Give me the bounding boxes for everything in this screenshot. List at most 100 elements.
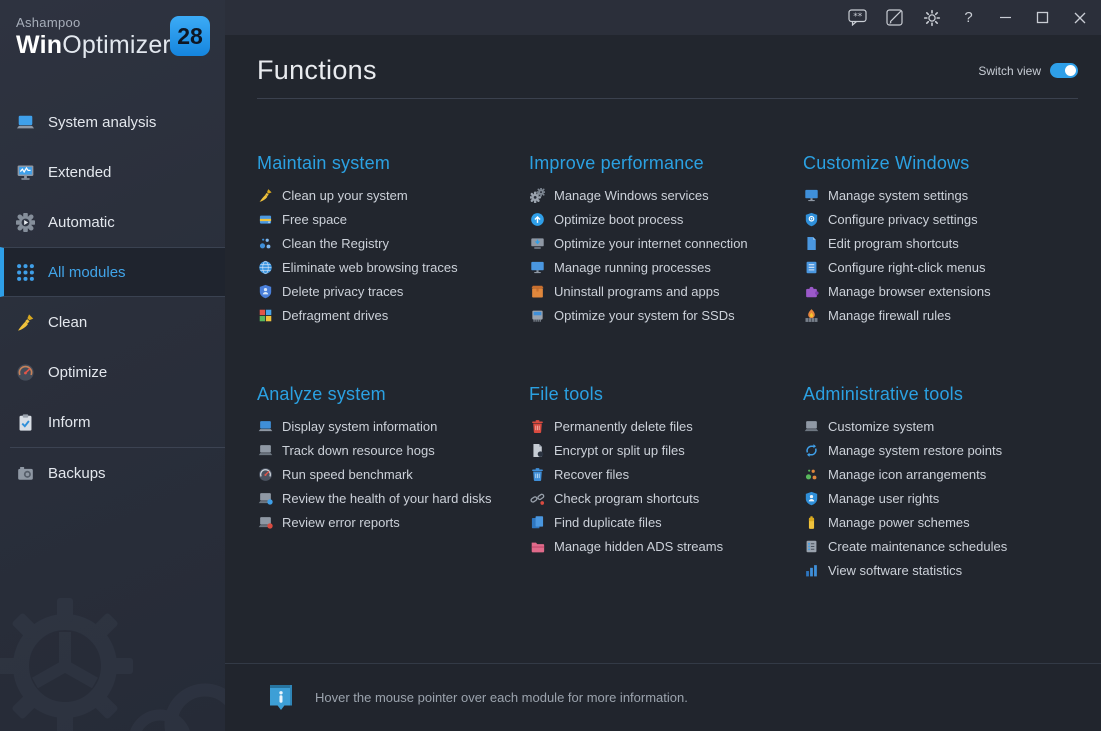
module-item-configure-privacy-settings[interactable]: Configure privacy settings: [803, 207, 1078, 231]
module-item-label: Track down resource hogs: [282, 442, 435, 458]
module-item-delete-privacy-traces[interactable]: Delete privacy traces: [257, 279, 529, 303]
module-item-clean-up-your-system[interactable]: Clean up your system: [257, 183, 529, 207]
module-item-uninstall-programs-and-apps[interactable]: Uninstall programs and apps: [529, 279, 803, 303]
section-title: Improve performance: [529, 153, 704, 173]
switch-view-toggle[interactable]: [1050, 63, 1078, 78]
module-item-optimize-your-system-for-ssds[interactable]: Optimize your system for SSDs: [529, 303, 803, 327]
error-report-laptop-icon: [257, 515, 273, 530]
privacy-shield-icon: [257, 284, 273, 299]
module-item-manage-icon-arrangements[interactable]: Manage icon arrangements: [803, 462, 1078, 486]
close-icon[interactable]: [1064, 4, 1095, 32]
brand-company: Ashampoo: [16, 15, 81, 30]
context-menu-icon: [803, 260, 819, 275]
switch-view-label: Switch view: [978, 63, 1041, 78]
settings-icon[interactable]: [916, 4, 947, 32]
module-item-label: Encrypt or split up files: [554, 442, 685, 458]
module-item-check-program-shortcuts[interactable]: Check program shortcuts: [529, 486, 803, 510]
module-item-defragment-drives[interactable]: Defragment drives: [257, 303, 529, 327]
module-item-review-error-reports[interactable]: Review error reports: [257, 510, 529, 534]
module-item-manage-power-schemes[interactable]: Manage power schemes: [803, 510, 1078, 534]
module-item-view-software-statistics[interactable]: View software statistics: [803, 558, 1078, 582]
feedback-icon[interactable]: **: [842, 4, 873, 32]
module-item-optimize-your-internet-connection[interactable]: Optimize your internet connection: [529, 231, 803, 255]
module-item-manage-windows-services[interactable]: Manage Windows services: [529, 183, 803, 207]
module-item-label: Permanently delete files: [554, 418, 693, 434]
module-item-label: Create maintenance schedules: [828, 538, 1008, 554]
camera-icon: [15, 464, 35, 483]
page-title: Functions: [257, 55, 377, 85]
sidebar-item-automatic[interactable]: Automatic: [0, 197, 225, 247]
sidebar-item-clean[interactable]: Clean: [0, 297, 225, 347]
module-item-label: Review error reports: [282, 514, 400, 530]
module-item-find-duplicate-files[interactable]: Find duplicate files: [529, 510, 803, 534]
switch-view-control[interactable]: Switch view: [978, 63, 1078, 78]
module-item-label: Manage system restore points: [828, 442, 1003, 458]
module-item-label: Manage browser extensions: [828, 283, 991, 299]
module-item-create-maintenance-schedules[interactable]: Create maintenance schedules: [803, 534, 1078, 558]
minimize-icon[interactable]: [990, 4, 1021, 32]
module-item-label: Optimize your system for SSDs: [554, 307, 735, 323]
disk-health-laptop-icon: [257, 491, 273, 506]
gear-watermark: [0, 598, 225, 731]
section-title: Customize Windows: [803, 153, 970, 173]
module-item-encrypt-or-split-up-files[interactable]: Encrypt or split up files: [529, 438, 803, 462]
sidebar: Ashampoo WinOptimizer 28 System analysis…: [0, 0, 225, 731]
module-item-manage-firewall-rules[interactable]: Manage firewall rules: [803, 303, 1078, 327]
module-item-recover-files[interactable]: Recover files: [529, 462, 803, 486]
processes-monitor-icon: [529, 260, 545, 275]
module-item-review-the-health-of-your-hard-disks[interactable]: Review the health of your hard disks: [257, 486, 529, 510]
user-rights-shield-icon: [803, 491, 819, 506]
sidebar-item-system-analysis[interactable]: System analysis: [0, 97, 225, 147]
module-item-manage-browser-extensions[interactable]: Manage browser extensions: [803, 279, 1078, 303]
module-item-manage-user-rights[interactable]: Manage user rights: [803, 486, 1078, 510]
resource-laptop-icon: [257, 443, 273, 458]
sidebar-item-backups[interactable]: Backups: [0, 448, 225, 498]
module-item-eliminate-web-browsing-traces[interactable]: Eliminate web browsing traces: [257, 255, 529, 279]
icon-arrangement-dots-icon: [803, 467, 819, 482]
footer-hint-text: Hover the mouse pointer over each module…: [315, 690, 688, 705]
module-item-display-system-information[interactable]: Display system information: [257, 414, 529, 438]
version-badge: 28: [170, 16, 210, 56]
help-icon[interactable]: ?: [953, 4, 984, 32]
module-item-customize-system[interactable]: Customize system: [803, 414, 1078, 438]
module-item-track-down-resource-hogs[interactable]: Track down resource hogs: [257, 438, 529, 462]
module-item-label: Manage icon arrangements: [828, 466, 987, 482]
ssd-icon: [529, 308, 545, 323]
recover-trash-icon: [529, 467, 545, 482]
module-item-configure-right-click-menus[interactable]: Configure right-click menus: [803, 255, 1078, 279]
sidebar-item-optimize[interactable]: Optimize: [0, 347, 225, 397]
module-item-manage-system-restore-points[interactable]: Manage system restore points: [803, 438, 1078, 462]
module-item-optimize-boot-process[interactable]: Optimize boot process: [529, 207, 803, 231]
maximize-icon[interactable]: [1027, 4, 1058, 32]
laptop-icon: [15, 113, 35, 132]
settings-monitor-icon: [803, 188, 819, 203]
module-item-run-speed-benchmark[interactable]: Run speed benchmark: [257, 462, 529, 486]
module-item-label: Configure privacy settings: [828, 211, 978, 227]
titlebar-controls: **?: [836, 4, 1095, 32]
module-item-label: Check program shortcuts: [554, 490, 700, 506]
module-item-manage-hidden-ads-streams[interactable]: Manage hidden ADS streams: [529, 534, 803, 558]
ads-folder-icon: [529, 539, 545, 554]
module-item-permanently-delete-files[interactable]: Permanently delete files: [529, 414, 803, 438]
module-item-manage-running-processes[interactable]: Manage running processes: [529, 255, 803, 279]
sidebar-item-inform[interactable]: Inform: [0, 397, 225, 447]
module-item-clean-the-registry[interactable]: Clean the Registry: [257, 231, 529, 255]
module-item-edit-program-shortcuts[interactable]: Edit program shortcuts: [803, 231, 1078, 255]
broken-link-icon: [529, 491, 545, 506]
module-item-free-space[interactable]: Free space: [257, 207, 529, 231]
restore-sync-icon: [803, 443, 819, 458]
sidebar-item-all-modules[interactable]: All modules: [0, 247, 225, 297]
module-item-label: Review the health of your hard disks: [282, 490, 492, 506]
notes-icon[interactable]: [879, 4, 910, 32]
module-item-label: Clean up your system: [282, 187, 408, 203]
module-item-manage-system-settings[interactable]: Manage system settings: [803, 183, 1078, 207]
sidebar-item-extended[interactable]: Extended: [0, 147, 225, 197]
module-item-label: Find duplicate files: [554, 514, 662, 530]
